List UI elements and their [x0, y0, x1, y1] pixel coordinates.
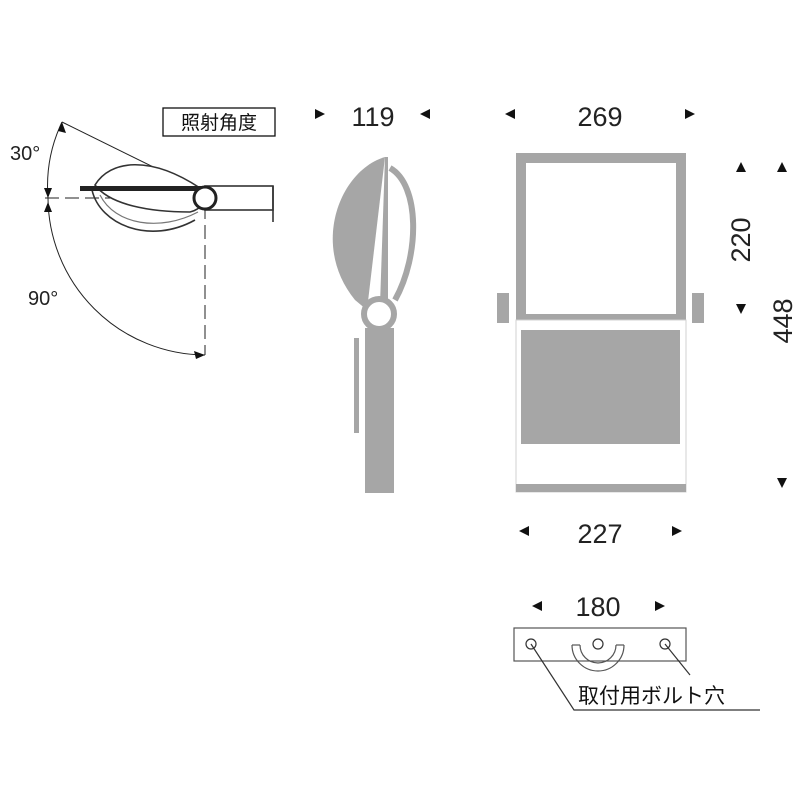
bolt-hole-center	[592, 638, 604, 650]
left-knob	[497, 293, 509, 323]
base-width-dimension: 227	[577, 519, 622, 549]
leader-right	[664, 643, 691, 676]
arrowhead	[44, 202, 52, 212]
beam-angle-diagram: 照射角度 30° 90°	[10, 107, 276, 359]
side-bracket-arc	[388, 165, 417, 302]
side-view: 119	[315, 102, 430, 493]
side-lens	[380, 157, 388, 305]
leader-left	[530, 643, 760, 711]
head-height-dimension: 220	[726, 217, 756, 262]
arrowhead	[736, 162, 746, 172]
upper-angle-label: 30°	[10, 143, 40, 165]
side-plate	[354, 338, 359, 433]
side-depth-dimension: 119	[351, 102, 394, 132]
slot-outer	[571, 644, 625, 672]
arrowhead	[44, 188, 52, 198]
front-width-dimension: 269	[577, 102, 622, 132]
front-base-strip	[516, 484, 686, 492]
arrowhead	[420, 109, 430, 119]
arrowhead	[505, 109, 515, 119]
mounting-plate-view: 180 取付用ボルト穴	[513, 592, 760, 711]
slot-inner	[579, 644, 617, 664]
arrowhead	[315, 109, 325, 119]
fixture-head-side	[80, 163, 274, 232]
hole-pitch-dimension: 180	[575, 592, 620, 622]
right-knob	[692, 293, 704, 323]
arrowhead	[532, 601, 542, 611]
arrowhead	[777, 478, 787, 488]
arrowhead	[58, 122, 66, 133]
front-view: 269 220 448 227	[497, 102, 798, 549]
arrowhead	[685, 109, 695, 119]
lower-angle-label: 90°	[28, 288, 58, 310]
beam-angle-label: 照射角度	[181, 112, 257, 134]
arrowhead	[672, 526, 682, 536]
upper-angle-arc	[47, 121, 63, 199]
side-shell	[332, 157, 385, 310]
mount-holes-label: 取付用ボルト穴	[578, 684, 725, 708]
total-height-dimension: 448	[768, 298, 798, 343]
side-pivot	[361, 296, 397, 332]
arrowhead	[519, 526, 529, 536]
arrowhead	[736, 304, 746, 314]
arrowhead	[777, 162, 787, 172]
side-pole	[365, 328, 394, 493]
front-head-frame	[516, 153, 686, 324]
arrowhead	[194, 351, 205, 359]
lower-angle-arc	[47, 197, 206, 356]
front-body-panel	[521, 330, 680, 444]
arrowhead	[655, 601, 665, 611]
beam-angle-label-box	[162, 107, 276, 137]
